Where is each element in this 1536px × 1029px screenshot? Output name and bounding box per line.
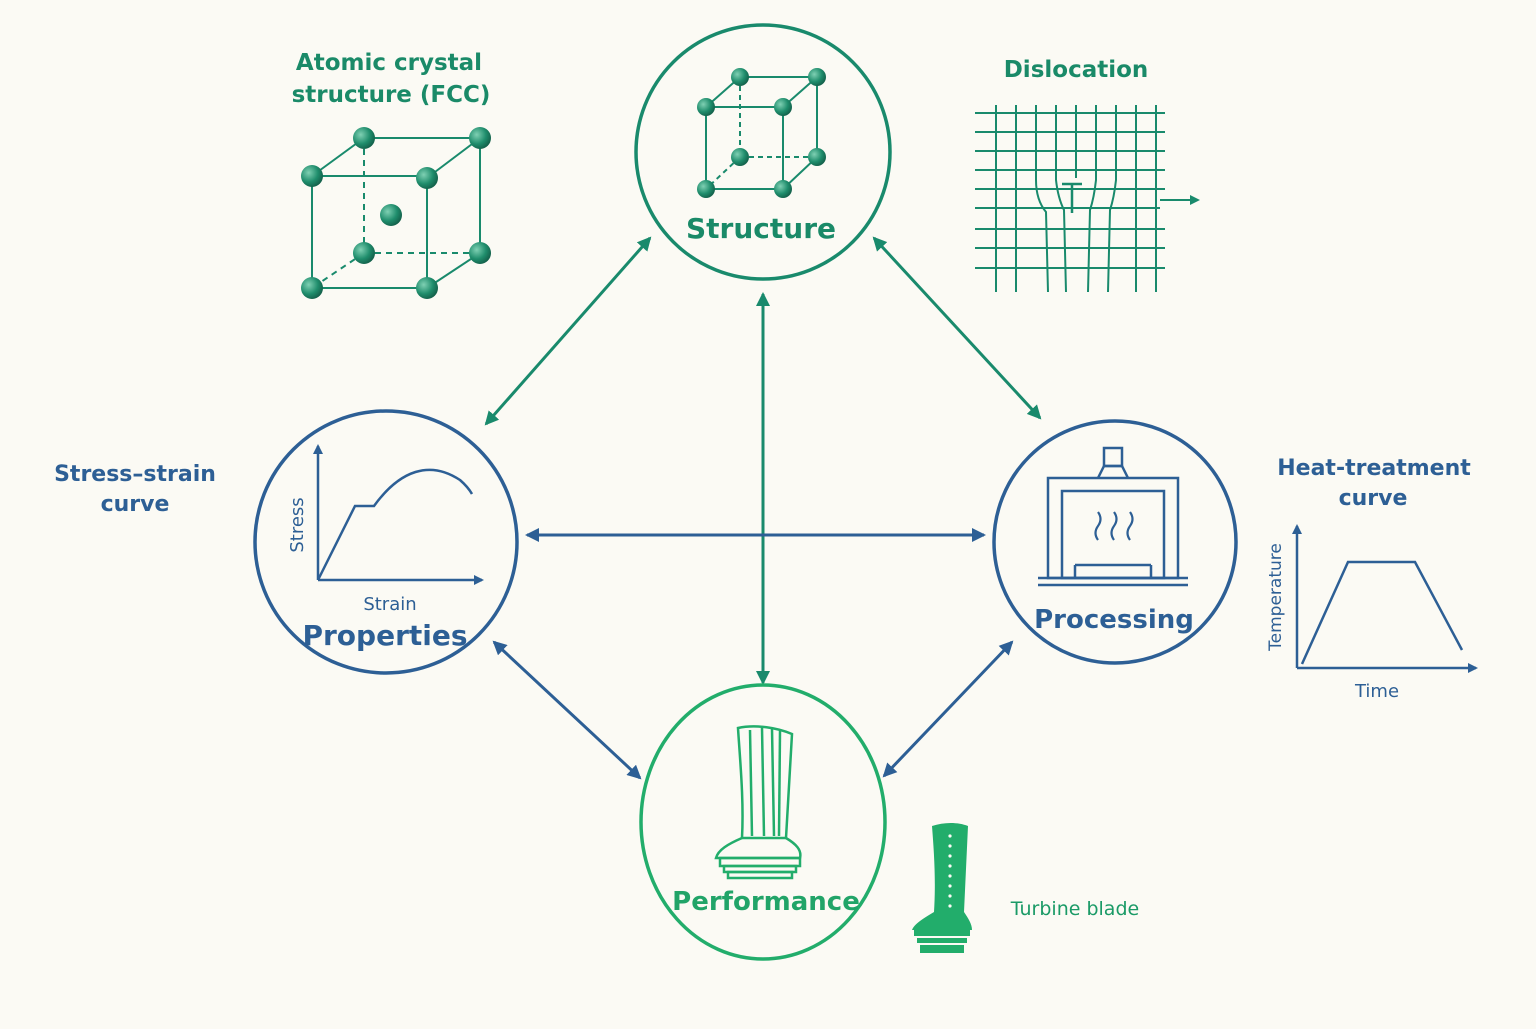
heat-treatment-illustration: Heat-treatment curve Temperature Time <box>1266 456 1478 702</box>
edge-dislocation-grid-icon <box>975 105 1200 293</box>
turbine-blade-icon <box>714 725 802 880</box>
furnace-icon <box>1038 446 1188 587</box>
node-processing: Processing <box>992 419 1238 665</box>
node-label-performance: Performance <box>672 887 860 917</box>
dislocation-title: Dislocation <box>1004 57 1149 83</box>
stress-strain-line1: Stress–strain <box>54 462 216 487</box>
node-performance: Performance <box>639 683 887 961</box>
stress-strain-caption: Stress–strain curve <box>54 462 216 517</box>
node-properties: Stress Strain Properties <box>253 409 519 675</box>
heat-treatment-plot-icon <box>1292 524 1478 673</box>
node-label-structure: Structure <box>686 212 836 245</box>
arrow-structure-properties <box>484 236 652 426</box>
turbine-blade-label: Turbine blade <box>1010 898 1139 920</box>
connection-arrows <box>484 236 1042 780</box>
fcc-crystal-illustration: Atomic crystal structure (FCC) <box>292 50 491 299</box>
axis-label-strain: Strain <box>363 594 416 615</box>
axis-label-temperature: Temperature <box>1266 543 1286 652</box>
heat-title-line2: curve <box>1339 486 1408 511</box>
stress-strain-plot-icon <box>313 444 484 585</box>
stress-strain-line2: curve <box>101 492 170 517</box>
dislocation-illustration: Dislocation <box>975 57 1200 293</box>
fcc-atoms <box>697 68 826 198</box>
arrow-structure-processing <box>872 236 1042 420</box>
axis-label-stress: Stress <box>287 497 308 552</box>
heat-title-line1: Heat-treatment <box>1277 456 1471 481</box>
axis-label-time: Time <box>1354 681 1399 702</box>
node-label-properties: Properties <box>302 619 467 652</box>
fcc-title-line1: Atomic crystal <box>296 50 482 76</box>
turbine-blade-icon <box>912 823 972 953</box>
arrow-properties-performance <box>492 640 642 780</box>
node-label-processing: Processing <box>1034 605 1194 635</box>
fcc-title-line2: structure (FCC) <box>292 82 491 108</box>
node-structure: Structure <box>634 23 892 281</box>
arrow-processing-performance <box>882 640 1014 778</box>
fcc-cube-atoms <box>301 127 491 299</box>
turbine-blade-illustration: Turbine blade <box>912 823 1139 953</box>
